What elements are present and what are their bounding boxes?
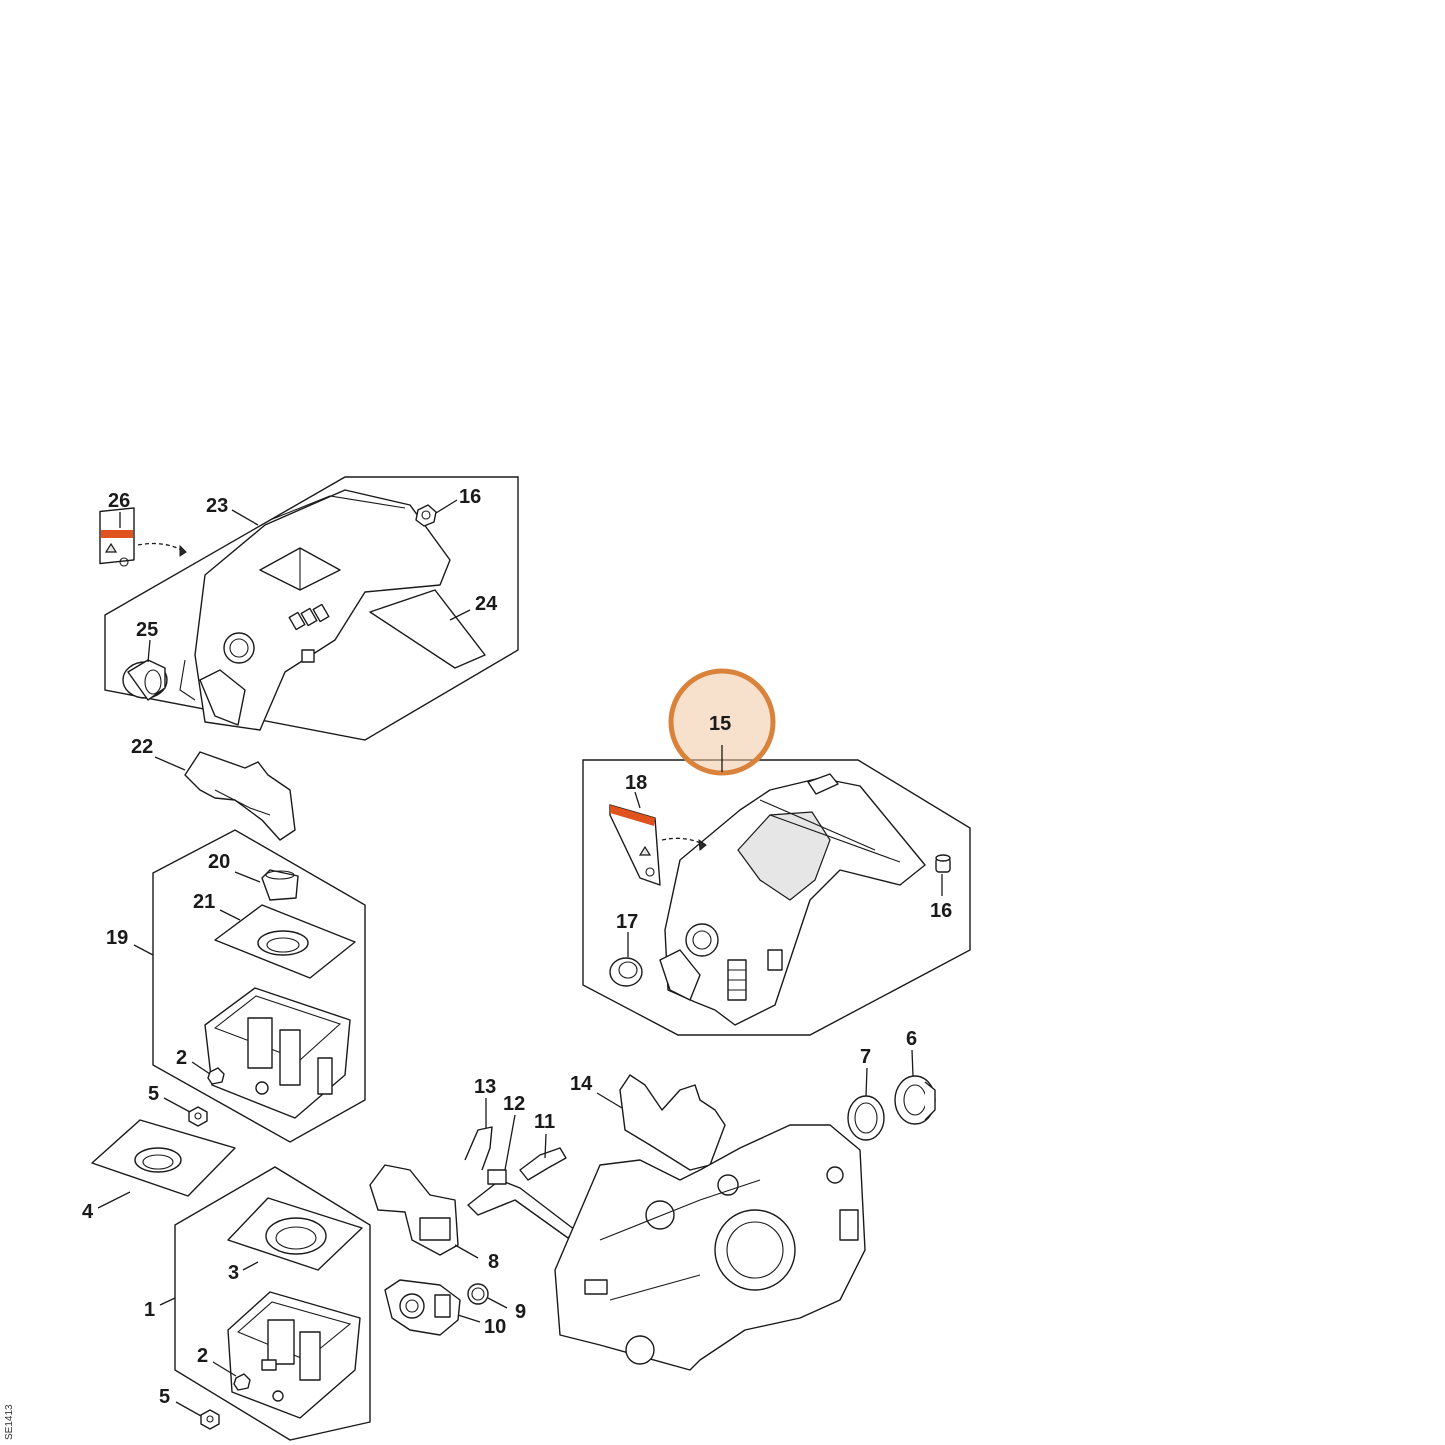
callout-13[interactable]: 13 bbox=[474, 1076, 496, 1098]
part-24-heat-shield[interactable] bbox=[369, 589, 486, 669]
frame-air-filter-19-group bbox=[152, 829, 366, 1143]
frame-top-cover-group bbox=[104, 476, 519, 741]
callout-16-top[interactable]: 16 bbox=[459, 486, 481, 508]
ring-7-part[interactable] bbox=[847, 1095, 885, 1141]
baffle-14-part[interactable] bbox=[619, 1074, 726, 1171]
screw-16-top-part[interactable] bbox=[415, 504, 437, 527]
crankcase-part[interactable] bbox=[554, 1124, 866, 1371]
manifold-6-part[interactable] bbox=[894, 1075, 936, 1125]
callout-20[interactable]: 20 bbox=[208, 851, 230, 873]
callout-19[interactable]: 19 bbox=[106, 927, 128, 949]
callout-23[interactable]: 23 bbox=[206, 495, 228, 517]
callout-14[interactable]: 14 bbox=[570, 1073, 593, 1095]
callout-16-right[interactable]: 16 bbox=[930, 900, 952, 922]
base-1-part[interactable] bbox=[227, 1291, 361, 1419]
callout-11[interactable]: 11 bbox=[534, 1111, 555, 1133]
lever-12-part[interactable] bbox=[467, 1169, 576, 1239]
leader-lines bbox=[97, 499, 943, 1417]
callout-18[interactable]: 18 bbox=[625, 772, 647, 794]
seal-3-part[interactable] bbox=[227, 1197, 363, 1271]
nut-2-lower-part[interactable] bbox=[233, 1373, 251, 1391]
callout-15[interactable]: 15 bbox=[709, 713, 731, 735]
callout-24[interactable]: 24 bbox=[475, 593, 498, 615]
knob-25-part[interactable] bbox=[122, 659, 168, 701]
cover-15-part[interactable] bbox=[659, 773, 926, 1026]
sleeve-16-right-part[interactable] bbox=[935, 854, 951, 873]
cover-23-part[interactable] bbox=[179, 489, 451, 731]
callout-1[interactable]: 1 bbox=[144, 1299, 155, 1321]
callout-17[interactable]: 17 bbox=[616, 911, 638, 933]
callout-3[interactable]: 3 bbox=[228, 1262, 239, 1284]
carburetor-10-part[interactable] bbox=[384, 1279, 461, 1336]
arrowhead-26 bbox=[179, 544, 187, 557]
callout-5-lower[interactable]: 5 bbox=[159, 1386, 170, 1408]
nut-2-upper-part[interactable] bbox=[207, 1067, 225, 1085]
callout-6[interactable]: 6 bbox=[906, 1028, 917, 1050]
housing-19-part[interactable] bbox=[204, 987, 351, 1119]
callout-25[interactable]: 25 bbox=[136, 619, 158, 641]
callout-5-upper[interactable]: 5 bbox=[148, 1083, 159, 1105]
callout-4[interactable]: 4 bbox=[82, 1201, 94, 1223]
arrow-26-to-23 bbox=[137, 542, 186, 553]
filter-21-part[interactable] bbox=[214, 904, 356, 979]
arrow-18-to-15 bbox=[661, 837, 706, 846]
highlight-circle-15[interactable] bbox=[668, 668, 776, 776]
frame-cover-15-group bbox=[582, 759, 971, 1036]
reference-code: SE1413 bbox=[4, 1404, 15, 1440]
filter-4-part[interactable] bbox=[91, 1119, 236, 1197]
bracket-8-part[interactable] bbox=[369, 1164, 459, 1256]
callout-21[interactable]: 21 bbox=[193, 891, 215, 913]
callout-10[interactable]: 10 bbox=[484, 1316, 506, 1338]
arrowhead-18 bbox=[698, 838, 707, 851]
grommet-17-part[interactable] bbox=[609, 957, 643, 987]
callout-7[interactable]: 7 bbox=[860, 1046, 871, 1068]
gasket-9-part[interactable] bbox=[467, 1283, 489, 1305]
cap-20-part[interactable] bbox=[261, 869, 299, 901]
callout-26[interactable]: 26 bbox=[108, 490, 130, 512]
callout-9[interactable]: 9 bbox=[515, 1301, 526, 1323]
nut-5-upper-part[interactable] bbox=[188, 1106, 208, 1127]
label-18-part[interactable] bbox=[609, 804, 661, 886]
callout-12[interactable]: 12 bbox=[503, 1093, 525, 1115]
callout-2-lower[interactable]: 2 bbox=[197, 1345, 208, 1367]
nut-5-lower-part[interactable] bbox=[200, 1409, 220, 1430]
frame-filter-base-1-group bbox=[174, 1166, 371, 1441]
label-26-part[interactable] bbox=[99, 507, 135, 567]
rod-13-part[interactable] bbox=[464, 1126, 493, 1171]
callout-8[interactable]: 8 bbox=[488, 1251, 499, 1273]
shaft-11-part[interactable] bbox=[519, 1147, 567, 1181]
baffle-22-part[interactable] bbox=[184, 751, 296, 841]
callout-2-upper[interactable]: 2 bbox=[176, 1047, 187, 1069]
callout-22[interactable]: 22 bbox=[131, 736, 153, 758]
